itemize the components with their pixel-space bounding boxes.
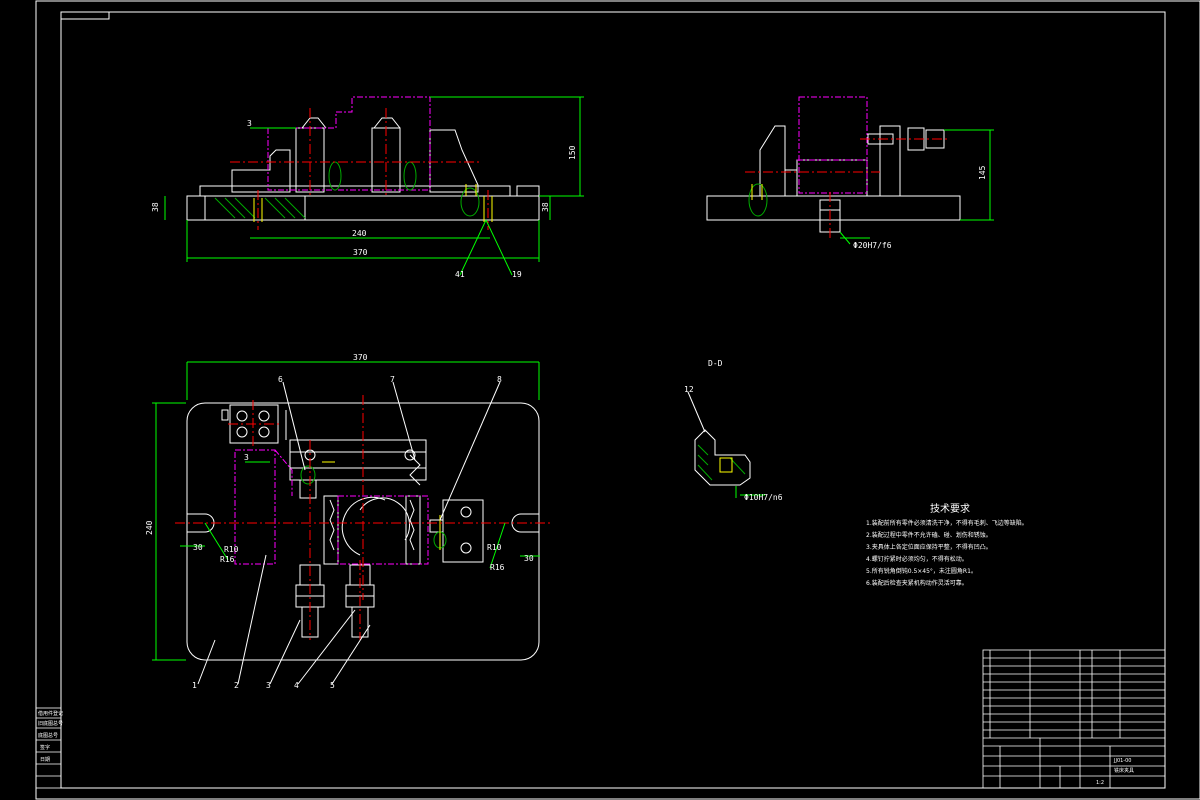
dim-plan-r10-l: R10 (224, 545, 239, 554)
balloon-8: 8 (497, 375, 502, 384)
dim-plan-r16-l: R16 (220, 555, 235, 564)
dim-side-bore: Φ20H7/f6 (853, 241, 892, 250)
balloon-6: 6 (278, 375, 283, 384)
dim-front-hole-a: 41 (455, 270, 465, 279)
title-block-scale: 1:2 (1096, 780, 1104, 786)
title-block-drawing-no: JJ01-00 (1113, 758, 1131, 764)
tech-req-item-6: 6.装配后检查夹紧机构动作灵活可靠。 (866, 579, 968, 587)
balloon-2: 2 (234, 681, 239, 690)
dim-front-thk: 38 (151, 202, 160, 212)
dim-front-sub: 240 (352, 229, 367, 238)
front-view: 38 240 370 150 3 38 41 19 (151, 96, 584, 279)
dim-plan-slot-r: 30 (524, 554, 534, 563)
dim-side-h: 145 (978, 165, 987, 180)
section-fit: Φ10H7/n6 (744, 493, 783, 502)
dim-front-hole-b: 19 (512, 270, 522, 279)
dim-front-gap: 3 (247, 119, 252, 128)
section-view: D-D 12 Φ10H7/n6 (684, 359, 783, 502)
tech-req-item-4: 4.螺钉拧紧时必须均匀，不得有松动。 (866, 555, 968, 563)
tech-req-item-2: 2.装配过程中零件不允许磕、碰、划伤和锈蚀。 (866, 531, 992, 539)
balloon-5: 5 (330, 681, 335, 690)
balloon-3: 3 (266, 681, 271, 690)
technical-requirements: 技术要求 1.装配前所有零件必须清洗干净，不得有毛刺、飞边等缺陷。 2.装配过程… (866, 502, 1028, 587)
section-label: D-D (708, 359, 723, 368)
tech-req-title: 技术要求 (930, 502, 970, 515)
dim-front-len: 370 (353, 248, 368, 257)
tech-req-item-5: 5.所有锐角倒钝0.5×45°，未注圆角R1。 (866, 567, 977, 575)
title-block-name: 铣床夹具 (1114, 767, 1134, 774)
side-label-2: 旧底图总号 (38, 720, 63, 727)
plan-view: 370 240 30 30 R10 R16 R10 R16 3 1 2 3 4 … (145, 353, 550, 690)
dim-plan-width: 240 (145, 520, 154, 535)
side-label-5: 日期 (40, 757, 50, 763)
balloon-4: 4 (294, 681, 299, 690)
dim-plan-gap: 3 (244, 453, 249, 462)
side-label-1: 借用件登记 (38, 710, 63, 717)
dim-plan-slot-l: 30 (193, 543, 203, 552)
section-item: 12 (684, 385, 694, 394)
side-registration-block (35, 707, 62, 789)
dim-plan-r10-r: R10 (487, 543, 502, 552)
side-label-3: 底图总号 (38, 732, 58, 739)
balloon-1: 1 (192, 681, 197, 690)
dim-front-thk-right: 38 (541, 202, 550, 212)
side-view: 145 Φ20H7/f6 (706, 96, 994, 250)
tech-req-item-1: 1.装配前所有零件必须清洗干净，不得有毛刺、飞边等缺陷。 (866, 519, 1028, 527)
side-label-4: 签字 (40, 744, 50, 751)
dim-front-h: 150 (568, 145, 577, 160)
balloon-7: 7 (390, 375, 395, 384)
tech-req-item-3: 3.夹具体上各定位面应保持平整，不得有凹凸。 (866, 543, 992, 551)
title-block (982, 649, 1166, 789)
dim-plan-len: 370 (353, 353, 368, 362)
dim-plan-r16-r: R16 (490, 563, 505, 572)
sheet-border (35, 0, 1200, 800)
